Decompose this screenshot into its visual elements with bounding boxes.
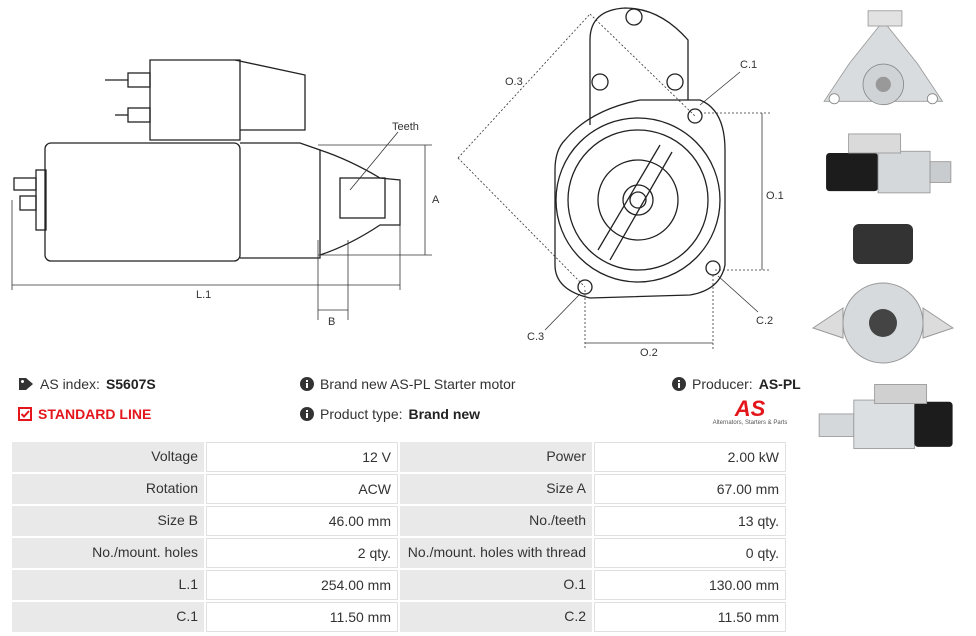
info-icon — [672, 377, 686, 391]
as-index: AS index: S5607S — [18, 376, 156, 392]
spec-value: 12 V — [206, 442, 398, 472]
teeth-label: Teeth — [392, 121, 419, 133]
size-b-label: B — [328, 316, 335, 328]
spec-value: 2.00 kW — [594, 442, 786, 472]
spec-label: L.1 — [12, 570, 204, 600]
spec-value: 11.50 mm — [206, 602, 398, 632]
standard-line: STANDARD LINE — [18, 406, 151, 422]
product-photo-side[interactable] — [803, 127, 967, 205]
spec-value: 67.00 mm — [594, 474, 786, 504]
spec-label: No./mount. holes with thread — [400, 538, 592, 568]
logo-tagline: Alternators, Starters & Parts — [712, 420, 788, 426]
product-photo-side-2[interactable] — [803, 381, 967, 459]
product-type: Product type: Brand new — [300, 406, 480, 422]
spec-value: 46.00 mm — [206, 506, 398, 536]
product-photo-front[interactable] — [803, 4, 967, 114]
product-photo-rear[interactable] — [803, 218, 967, 368]
spec-label: Size B — [12, 506, 204, 536]
spec-value: 130.00 mm — [594, 570, 786, 600]
o2-label: O.2 — [640, 347, 658, 359]
spec-value: 11.50 mm — [594, 602, 786, 632]
producer-value: AS-PL — [758, 376, 801, 392]
description-text: Brand new AS-PL Starter motor — [320, 376, 516, 392]
spec-label: C.1 — [12, 602, 204, 632]
spec-label: Power — [400, 442, 592, 472]
spec-label: Voltage — [12, 442, 204, 472]
spec-label: No./teeth — [400, 506, 592, 536]
producer: Producer: AS-PL — [672, 376, 801, 392]
technical-drawing: Teeth A L.1 B O.3 C.1 O.1 C.2 — [11, 7, 784, 359]
info-icon — [300, 407, 314, 421]
c3-label: C.3 — [527, 331, 544, 343]
spec-value: 254.00 mm — [206, 570, 398, 600]
spec-label: O.1 — [400, 570, 592, 600]
spec-value: ACW — [206, 474, 398, 504]
spec-label: C.2 — [400, 602, 592, 632]
spec-label: No./mount. holes — [12, 538, 204, 568]
spec-label: Rotation — [12, 474, 204, 504]
standard-line-label: STANDARD LINE — [38, 406, 152, 422]
spec-label: Size A — [400, 474, 592, 504]
logo-mark: AS — [734, 396, 766, 421]
product-thumbnails — [803, 4, 973, 472]
size-a-label: A — [432, 194, 440, 206]
spec-value: 2 qty. — [206, 538, 398, 568]
description: Brand new AS-PL Starter motor — [300, 376, 516, 392]
as-index-label: AS index: — [40, 376, 100, 392]
as-pl-logo: AS Alternators, Starters & Parts — [710, 398, 790, 434]
o3-label: O.3 — [505, 76, 523, 88]
spec-value: 13 qty. — [594, 506, 786, 536]
check-square-icon — [18, 407, 32, 421]
length-l1-label: L.1 — [196, 289, 211, 301]
c1-label: C.1 — [740, 59, 757, 71]
product-info: AS index: S5607S Brand new AS-PL Starter… — [18, 376, 801, 436]
spec-value: 0 qty. — [594, 538, 786, 568]
tag-icon — [19, 378, 33, 390]
product-type-value: Brand new — [408, 406, 481, 422]
o1-label: O.1 — [766, 190, 784, 202]
producer-label: Producer: — [692, 376, 753, 392]
info-icon — [300, 377, 314, 391]
c2-label: C.2 — [756, 315, 773, 327]
product-type-label: Product type: — [320, 406, 403, 422]
as-index-value: S5607S — [105, 376, 156, 392]
